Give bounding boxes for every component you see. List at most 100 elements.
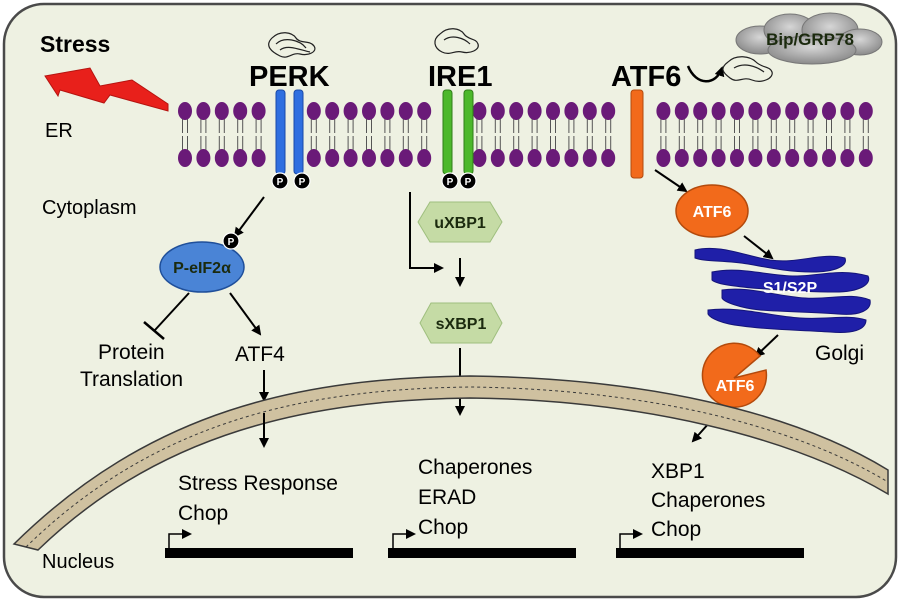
atf6-label: ATF6 bbox=[611, 61, 681, 93]
lipid-head bbox=[233, 102, 248, 120]
lipid-head bbox=[325, 102, 340, 120]
ire1-transmembrane-domain-left bbox=[442, 89, 453, 175]
lipid-head bbox=[214, 149, 229, 167]
lipid-head bbox=[858, 102, 873, 120]
sxbp1-node bbox=[419, 302, 503, 344]
svg-text:P: P bbox=[447, 177, 454, 188]
lipid-head bbox=[601, 102, 616, 120]
lipid-head bbox=[472, 149, 487, 167]
lipid-head bbox=[325, 149, 340, 167]
s1s2p-label: S1/S2P bbox=[763, 280, 818, 297]
lipid-head bbox=[251, 149, 266, 167]
lipid-head bbox=[546, 102, 560, 120]
lipid-head bbox=[178, 102, 192, 120]
lipid-head bbox=[196, 149, 211, 167]
lipid-head bbox=[233, 149, 248, 167]
phospho-marker: P bbox=[293, 172, 311, 190]
lipid-head bbox=[214, 102, 229, 120]
lipid-head bbox=[858, 149, 873, 167]
lipid-head bbox=[730, 102, 744, 120]
ire1-target-2: ERAD bbox=[418, 486, 476, 509]
perk-transmembrane-domain-left bbox=[275, 89, 286, 175]
lipid-head bbox=[730, 149, 744, 167]
lipid-head bbox=[306, 149, 321, 167]
atf6-target-1: XBP1 bbox=[651, 460, 705, 483]
lipid-head bbox=[674, 149, 689, 167]
sxbp1-label: sXBP1 bbox=[436, 316, 487, 333]
uxbp1-node bbox=[417, 201, 503, 243]
eif2a-label: P-eIF2α bbox=[173, 260, 231, 277]
lipid-head bbox=[840, 149, 855, 167]
bip-cloud bbox=[735, 12, 883, 65]
perk-label: PERK bbox=[249, 61, 330, 93]
unfolded-protein-icon bbox=[722, 56, 773, 82]
atf6-cleaved-label: ATF6 bbox=[716, 378, 755, 395]
lightning-bolt-icon bbox=[44, 67, 169, 112]
golgi-label: Golgi bbox=[815, 342, 864, 365]
inhibition-line bbox=[154, 292, 190, 331]
golgi-apparatus-icon bbox=[694, 247, 871, 333]
lipid-head bbox=[766, 102, 781, 120]
atf6-target-2: Chaperones bbox=[651, 489, 765, 512]
lipid-head bbox=[582, 102, 597, 120]
perk-target-2: Chop bbox=[178, 502, 228, 525]
ire1-transmembrane-domain-right bbox=[463, 89, 474, 175]
lipid-head bbox=[178, 149, 192, 167]
phospho-marker: P bbox=[459, 172, 477, 190]
lipid-head bbox=[803, 102, 818, 120]
eif2a-node bbox=[159, 241, 245, 293]
arrow bbox=[654, 169, 688, 193]
svg-text:P: P bbox=[277, 177, 284, 188]
protein-translation-label-2: Translation bbox=[80, 368, 183, 391]
lipid-head bbox=[693, 102, 708, 120]
lipid-head bbox=[564, 102, 579, 120]
atf6-free-node bbox=[675, 184, 749, 238]
svg-text:P: P bbox=[465, 177, 472, 188]
er-label: ER bbox=[45, 120, 73, 142]
unfolded-protein-icon bbox=[434, 28, 479, 55]
lipid-head bbox=[693, 149, 708, 167]
lipid-head bbox=[343, 102, 358, 120]
stress-label: Stress bbox=[40, 31, 110, 57]
svg-text:P: P bbox=[299, 177, 306, 188]
lipid-head bbox=[656, 102, 671, 120]
lipid-head bbox=[785, 102, 800, 120]
lipid-head bbox=[251, 102, 266, 120]
nucleus-label: Nucleus bbox=[42, 551, 114, 573]
lipid-head bbox=[766, 149, 781, 167]
lipid-head bbox=[196, 102, 211, 120]
phospho-marker: P bbox=[441, 172, 459, 190]
lipid-head bbox=[822, 102, 836, 120]
gene-promoter-icon bbox=[165, 529, 353, 558]
lipid-head bbox=[380, 102, 395, 120]
perk-target-1: Stress Response bbox=[178, 472, 338, 495]
arrow bbox=[754, 334, 779, 358]
lipid-head bbox=[674, 102, 689, 120]
lipid-head bbox=[380, 149, 395, 167]
lipid-head bbox=[785, 149, 800, 167]
inhibition-bar bbox=[143, 321, 165, 340]
nuclear-envelope-inner-line bbox=[25, 386, 889, 548]
lipid-head bbox=[343, 149, 358, 167]
atf4-label: ATF4 bbox=[235, 343, 285, 366]
phospho-marker: P bbox=[222, 232, 240, 250]
lipid-head bbox=[564, 149, 579, 167]
lipid-head bbox=[490, 102, 505, 120]
lipid-head bbox=[748, 102, 763, 120]
lipid-head bbox=[840, 102, 855, 120]
lipid-head bbox=[822, 149, 836, 167]
atf6-free-label: ATF6 bbox=[693, 204, 732, 221]
cytoplasm-label: Cytoplasm bbox=[42, 197, 136, 219]
lipid-head bbox=[748, 149, 763, 167]
lipid-head bbox=[509, 149, 524, 167]
protein-translation-label-1: Protein bbox=[98, 341, 165, 364]
lipid-head bbox=[601, 149, 616, 167]
ire1-label: IRE1 bbox=[428, 61, 492, 93]
lipid-head bbox=[711, 149, 726, 167]
bip-label: Bip/GRP78 bbox=[766, 30, 854, 49]
lipid-head bbox=[582, 149, 597, 167]
lipid-head bbox=[546, 149, 560, 167]
lipid-head bbox=[362, 102, 376, 120]
